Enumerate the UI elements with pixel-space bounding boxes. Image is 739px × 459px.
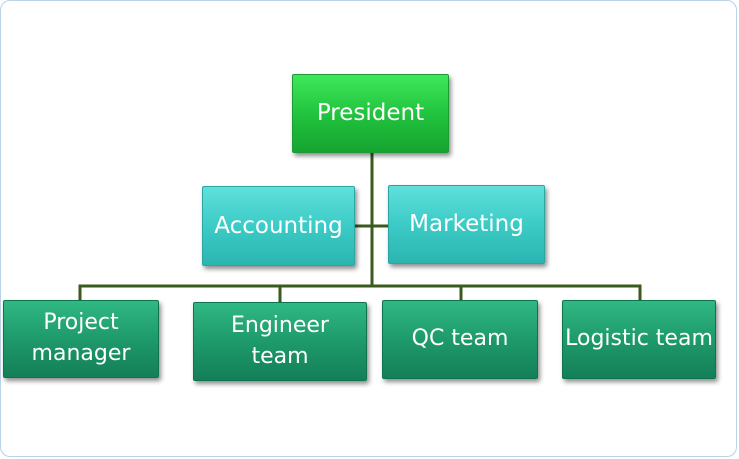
node-president: President	[292, 74, 449, 153]
node-engineer-team: Engineer team	[193, 302, 367, 381]
node-president-label: President	[316, 100, 425, 127]
node-logistic-team-label: Logistic team	[565, 326, 713, 352]
node-qc-team: QC team	[382, 300, 538, 379]
node-accounting-label: Accounting	[214, 212, 343, 239]
node-qc-team-label: QC team	[411, 326, 509, 352]
node-engineer-team-label: Engineer team	[231, 312, 329, 369]
node-project-manager: Project manager	[3, 300, 159, 378]
node-project-manager-label: Project manager	[31, 310, 131, 366]
node-marketing: Marketing	[388, 185, 545, 264]
node-logistic-team: Logistic team	[562, 300, 716, 379]
node-accounting: Accounting	[202, 186, 355, 266]
node-marketing-label: Marketing	[409, 211, 524, 238]
